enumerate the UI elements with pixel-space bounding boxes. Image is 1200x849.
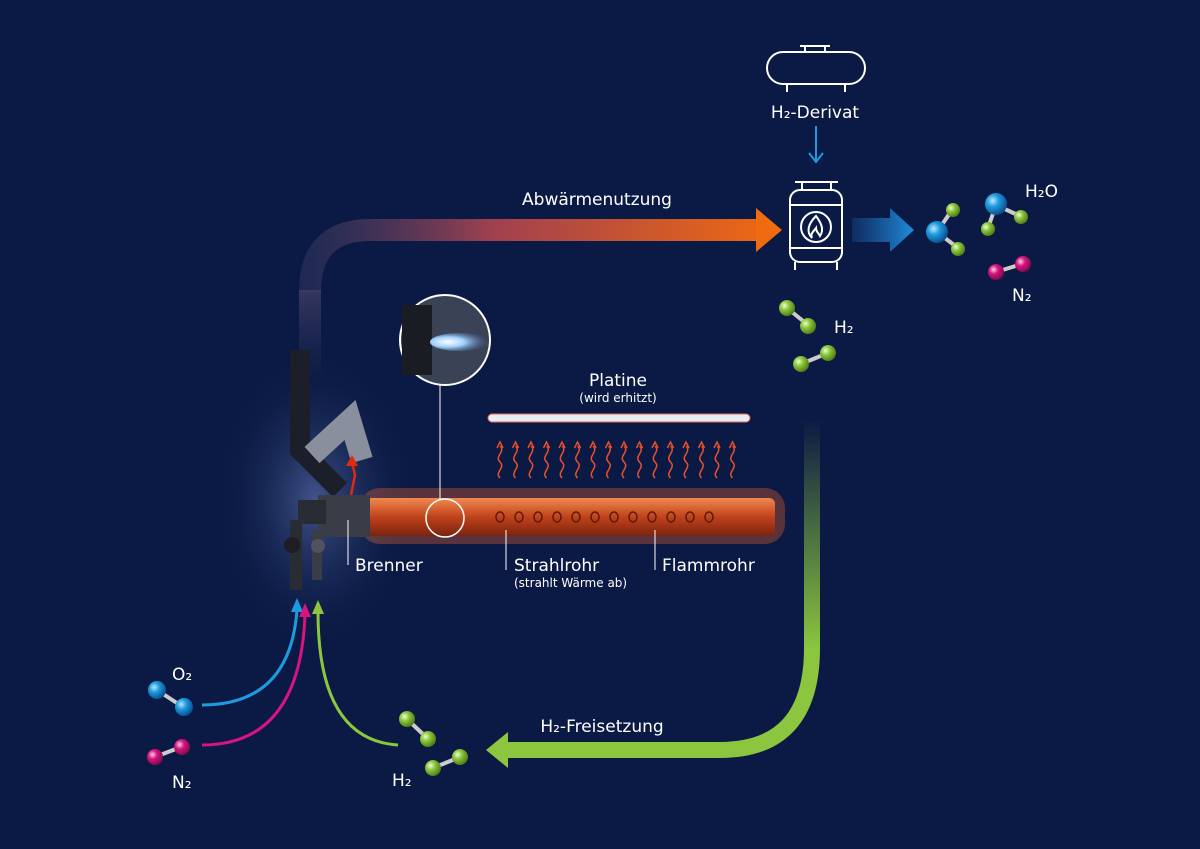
heat-wave-arrow <box>682 440 690 449</box>
heat-wave-arrow <box>542 440 551 449</box>
heat-wave <box>575 445 580 479</box>
h2o-molecule-icon <box>981 193 1028 236</box>
tube-hole <box>647 511 657 523</box>
heat-wave-arrow <box>589 440 597 449</box>
label-platine-note: (wird erhitzt) <box>579 391 657 405</box>
label-platine: Platine <box>588 371 648 391</box>
tube-hole <box>514 511 524 523</box>
magnifier-inset <box>399 294 491 386</box>
tube-hole <box>704 511 714 523</box>
reactor-flame-icon <box>789 181 843 270</box>
label-h2-input: H₂ <box>392 771 412 791</box>
label-abwaermenutzung: Abwärmenutzung <box>522 190 672 210</box>
exhaust-pipe <box>304 399 373 464</box>
heat-wave-arrow <box>620 440 628 449</box>
waste-heat-arrow <box>299 219 760 293</box>
n2-feed-line <box>201 614 307 747</box>
heat-wave-arrow <box>527 440 535 449</box>
heat-wave-arrow <box>713 440 721 449</box>
heat-wave <box>497 445 503 479</box>
waste-heat-arrowhead <box>756 208 782 252</box>
heat-wave <box>637 445 642 479</box>
heat-wave-arrow <box>697 440 706 449</box>
label-strahlrohr: Strahlrohr <box>514 556 600 576</box>
heat-wave <box>668 445 673 479</box>
label-flammrohr: Flammrohr <box>662 556 755 576</box>
heat-wave <box>528 445 534 479</box>
heat-wave <box>714 445 720 479</box>
heat-wave-arrow <box>496 440 504 449</box>
heat-wave <box>544 445 549 479</box>
tube-hole <box>533 511 543 523</box>
h2-molecule-icon <box>425 749 468 776</box>
label-h2o: H₂O <box>1025 182 1058 202</box>
tube-hole <box>685 511 695 523</box>
tube-hole <box>628 511 638 523</box>
output-arrow <box>852 208 914 252</box>
burner-device <box>284 495 370 590</box>
label-strahlrohr-note: (strahlt Wärme ab) <box>514 576 628 590</box>
tank-icon <box>766 45 866 92</box>
tube-hole <box>609 511 619 523</box>
tube-hole <box>590 511 600 523</box>
heat-waves <box>496 440 737 479</box>
heat-wave <box>699 445 704 479</box>
label-h2-freisetzung: H₂-Freisetzung <box>540 717 664 737</box>
tube-hole <box>495 511 505 523</box>
heat-wave <box>652 445 658 479</box>
heat-wave-arrow <box>728 440 737 449</box>
label-n2-output: N₂ <box>1012 286 1032 306</box>
chimney-pipe <box>290 350 348 498</box>
label-n2-input: N₂ <box>172 773 192 793</box>
o2-feed-line <box>201 609 299 707</box>
strahlrohr-tube <box>365 498 775 536</box>
heat-wave-arrow <box>511 440 520 449</box>
tube-hole <box>571 511 581 523</box>
label-h2-derivat: H₂-Derivat <box>770 103 860 123</box>
o2-molecule-icon <box>148 681 193 716</box>
label-o2: O₂ <box>172 665 193 685</box>
label-brenner: Brenner <box>355 556 423 576</box>
h2-release-arrowhead <box>486 732 508 768</box>
h2-molecule-icon <box>399 711 436 747</box>
tube-hole <box>552 511 562 523</box>
heat-wave <box>683 445 689 479</box>
tube-hole <box>666 511 676 523</box>
heat-wave <box>559 445 565 479</box>
h2-molecule-icon <box>793 345 836 372</box>
heat-wave-arrow <box>666 440 675 449</box>
heat-wave <box>513 445 518 479</box>
heat-wave <box>606 445 611 479</box>
platine-bar <box>487 413 751 423</box>
heat-wave-arrow <box>573 440 582 449</box>
heat-wave <box>621 445 627 479</box>
n2-molecule-icon <box>147 739 190 765</box>
h2-feed-line <box>316 611 399 747</box>
heat-wave <box>730 445 735 479</box>
heat-wave-arrow <box>558 440 566 449</box>
tube-magnifier-marker <box>425 498 465 538</box>
h2o-molecule-icon <box>926 203 965 256</box>
flammrohr-holes <box>495 511 714 523</box>
h2-release-arrow <box>505 647 820 758</box>
heat-wave-arrow <box>604 440 613 449</box>
label-h2-output: H₂ <box>834 318 854 338</box>
heat-wave-arrow <box>635 440 644 449</box>
n2-molecule-icon <box>988 256 1031 280</box>
heat-wave <box>590 445 596 479</box>
h2-molecule-icon <box>779 300 816 334</box>
heat-wave-arrow <box>651 440 659 449</box>
